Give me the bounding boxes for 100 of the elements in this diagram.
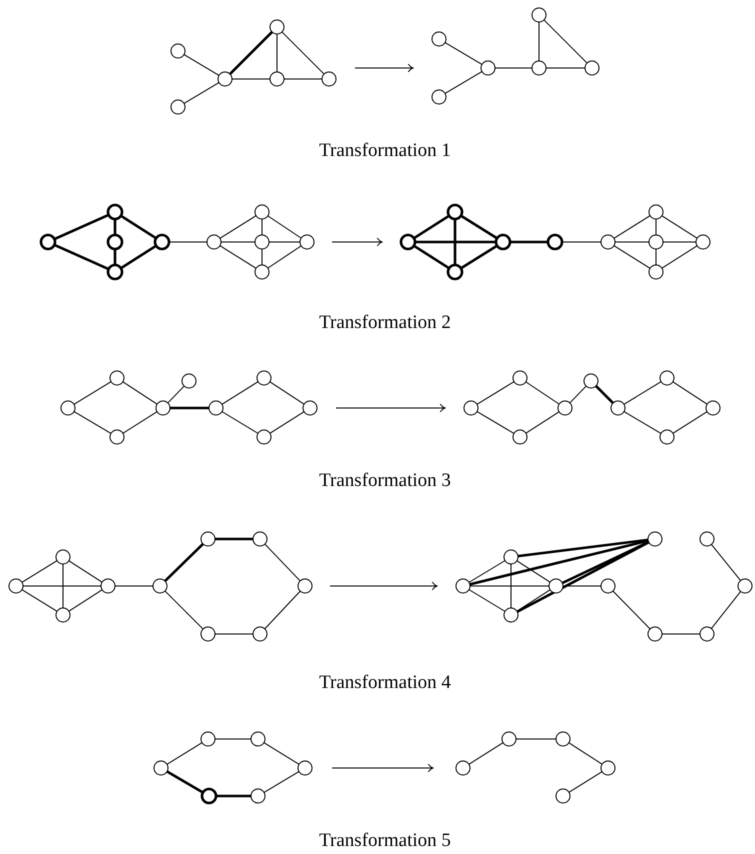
- graph-edge: [73, 381, 112, 405]
- graph-edge: [122, 411, 158, 434]
- vertex-circle: [298, 760, 312, 776]
- vertex-circle: [182, 374, 196, 388]
- vertex-circle: [252, 626, 268, 642]
- vertex-circle: [256, 430, 272, 444]
- graph-edge: [568, 742, 603, 765]
- graph-edge: [269, 381, 305, 405]
- vertex-circle: [252, 532, 268, 546]
- graph-edge: [219, 215, 257, 239]
- graph-edge: [284, 78, 322, 80]
- graph-edge: [184, 54, 220, 76]
- vertex-circle: [504, 550, 518, 564]
- vertex-circle: [696, 234, 710, 250]
- graph-edge: [612, 590, 651, 630]
- graph-edge: [613, 245, 651, 269]
- vertex-circle: [200, 732, 216, 746]
- graph-edge: [516, 738, 556, 740]
- vertex-circle: [584, 60, 600, 76]
- vertex-circle: [256, 370, 272, 386]
- graph-edge: [454, 220, 456, 264]
- vertex-circle: [480, 60, 496, 76]
- graph-edge: [476, 381, 515, 405]
- graph-edge: [166, 770, 203, 794]
- graph-edge: [538, 22, 540, 62]
- vertex-circle: [270, 72, 284, 86]
- caption: Transformation 3: [319, 470, 451, 492]
- vertex-circle: [302, 400, 318, 416]
- graph-edge: [461, 245, 497, 269]
- graph-edge: [167, 386, 185, 404]
- vertex-circle: [600, 234, 616, 250]
- graph-edge: [414, 215, 449, 239]
- graph-edge: [276, 34, 278, 72]
- graph-edge: [68, 560, 103, 583]
- graph-edge: [214, 738, 252, 740]
- vertex-circle: [446, 204, 464, 220]
- graph-edge: [543, 19, 588, 64]
- graph-edge: [281, 31, 325, 75]
- vertex-circle: [600, 578, 616, 594]
- graph-edge: [264, 771, 300, 793]
- graph-edge: [444, 71, 482, 94]
- graph-edge: [164, 590, 204, 630]
- graph-edge: [219, 245, 257, 269]
- graph-edge: [468, 742, 504, 765]
- graph-edge: [568, 771, 603, 793]
- graph-edge: [114, 220, 116, 234]
- vertex-circle: [208, 400, 224, 416]
- vertex-circle: [660, 430, 674, 444]
- graph-edge: [229, 31, 273, 75]
- vertex-circle: [218, 72, 232, 86]
- vertex-circle: [40, 234, 56, 250]
- vertex-circle: [154, 760, 168, 776]
- caption: Transformation 1: [319, 140, 451, 162]
- graph-edge: [468, 589, 506, 612]
- vertex-circle: [170, 100, 186, 114]
- graph-edge: [221, 381, 259, 405]
- vertex-circle: [600, 760, 616, 776]
- graph-edge: [215, 538, 253, 540]
- vertex-circle: [106, 204, 124, 220]
- vertex-circle: [110, 370, 124, 386]
- vertex-circle: [100, 578, 116, 594]
- graph-edge: [170, 406, 209, 410]
- graph-edge: [68, 589, 103, 612]
- vertex-circle: [8, 578, 24, 594]
- graph-edge: [414, 245, 449, 269]
- graph-edge: [121, 245, 156, 269]
- graph-edge: [21, 560, 58, 583]
- vertex-circle: [400, 234, 416, 250]
- vertex-circle: [584, 374, 598, 388]
- caption: Transformation 2: [319, 312, 451, 334]
- vertex-circle: [532, 8, 546, 22]
- vertex-circle: [156, 400, 170, 416]
- graph-edge: [54, 214, 108, 240]
- graph-edge: [222, 411, 258, 434]
- vertex-circle: [170, 44, 186, 58]
- vertex-circle: [546, 234, 564, 250]
- graph-edge: [511, 240, 547, 244]
- vertex-circle: [556, 732, 570, 746]
- vertex-circle: [200, 626, 216, 642]
- vertex-circle: [56, 550, 70, 564]
- caption: Transformation 4: [319, 672, 451, 694]
- graph-edge: [264, 590, 301, 630]
- vertex-circle: [648, 626, 662, 642]
- vertex-circle: [558, 400, 572, 416]
- graph-edge: [264, 544, 301, 582]
- vertex-circle: [298, 578, 312, 594]
- graph-edge: [672, 381, 708, 405]
- graph-edge: [232, 78, 270, 80]
- graph-edge: [569, 386, 587, 404]
- vertex-circle: [106, 234, 124, 250]
- vertex-circle: [464, 400, 478, 416]
- graph-edge: [516, 560, 551, 583]
- graph-edge: [114, 250, 116, 264]
- graph-edge: [562, 540, 650, 584]
- vertex-circle: [456, 760, 470, 776]
- graph-edge: [267, 245, 302, 269]
- vertex-circle: [206, 234, 222, 250]
- vertex-circle: [738, 578, 752, 594]
- graph-edge: [184, 82, 220, 104]
- graph-edge: [525, 381, 560, 405]
